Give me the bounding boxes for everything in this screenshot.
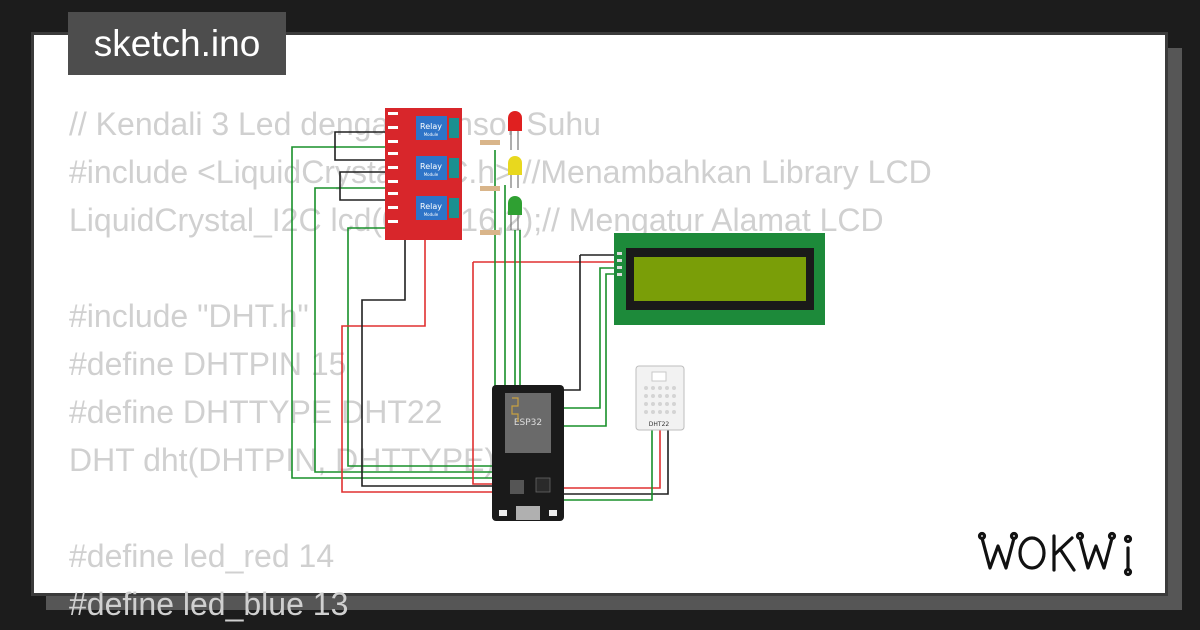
code-line: #include "DHT.h" [69,298,309,334]
resistor [480,230,500,235]
relay-block [416,196,447,220]
code-line: #define DHTTYPE DHT22 [69,394,443,430]
wire-red [472,262,493,485]
code-line: #define led_red 14 [69,538,335,574]
relay-module: Relay Module [385,108,462,148]
wire-black [339,171,385,201]
wire-green [493,230,516,413]
relay-terminal [449,118,459,138]
relay-sub: Module [424,132,439,137]
relay-module: Relay Module [385,188,462,240]
relay-label: Relay [420,202,442,211]
wire-green [564,267,614,409]
relay-pin [388,206,398,209]
resistor [480,186,500,191]
relay-pin [388,192,398,195]
mcu-label: ESP32 [514,418,542,428]
relay-pin [388,152,398,155]
wire-black [334,131,385,161]
lcd-screen [634,257,806,301]
sensor-label: DHT22 [649,421,670,428]
wire-green [564,273,614,427]
led-yellow [480,156,522,191]
wire-green [314,187,493,473]
code-line: #define led_blue 13 [69,586,349,622]
esp32-board: ESP32 [492,385,564,521]
wire-green [291,146,493,479]
code-line: DHT dht(DHTPIN, DHTTYPE); [69,442,504,478]
resistor [480,140,500,145]
dht22-sensor: DHT22 [635,365,685,431]
wire-black [564,255,581,391]
led-green [480,196,522,235]
relay-pin [388,112,398,115]
relay-label: Relay [420,122,442,131]
wire-red [341,240,493,493]
relay-sub: Module [424,172,439,177]
led-yellow-icon [508,156,522,175]
code-line: #define DHTPIN 15 [69,346,347,382]
relay-pin [388,180,398,183]
wokwi-logo [977,531,1133,577]
relay-pin [388,220,398,223]
wire-green [493,230,521,399]
relay-block [416,116,447,140]
wire-green [564,430,653,501]
relay-pin [388,140,398,143]
wire-green [347,227,493,467]
file-title: sketch.ino [68,12,286,75]
esp32-module [505,393,551,453]
relay-pin [388,166,398,169]
relay-terminal [449,158,459,178]
relay-block [416,156,447,180]
led-green-icon [508,196,522,215]
led-red [480,111,522,150]
wire-red [564,430,661,489]
relay-sub: Module [424,212,439,217]
relay-module: Relay Module [385,148,462,188]
wire-black [564,430,669,495]
led-red-icon [508,111,522,131]
usb-connector [516,506,540,520]
relay-pin [388,126,398,129]
relay-label: Relay [420,162,442,171]
lcd-display [614,233,825,325]
wire-black [361,240,493,487]
relay-terminal [449,198,459,218]
